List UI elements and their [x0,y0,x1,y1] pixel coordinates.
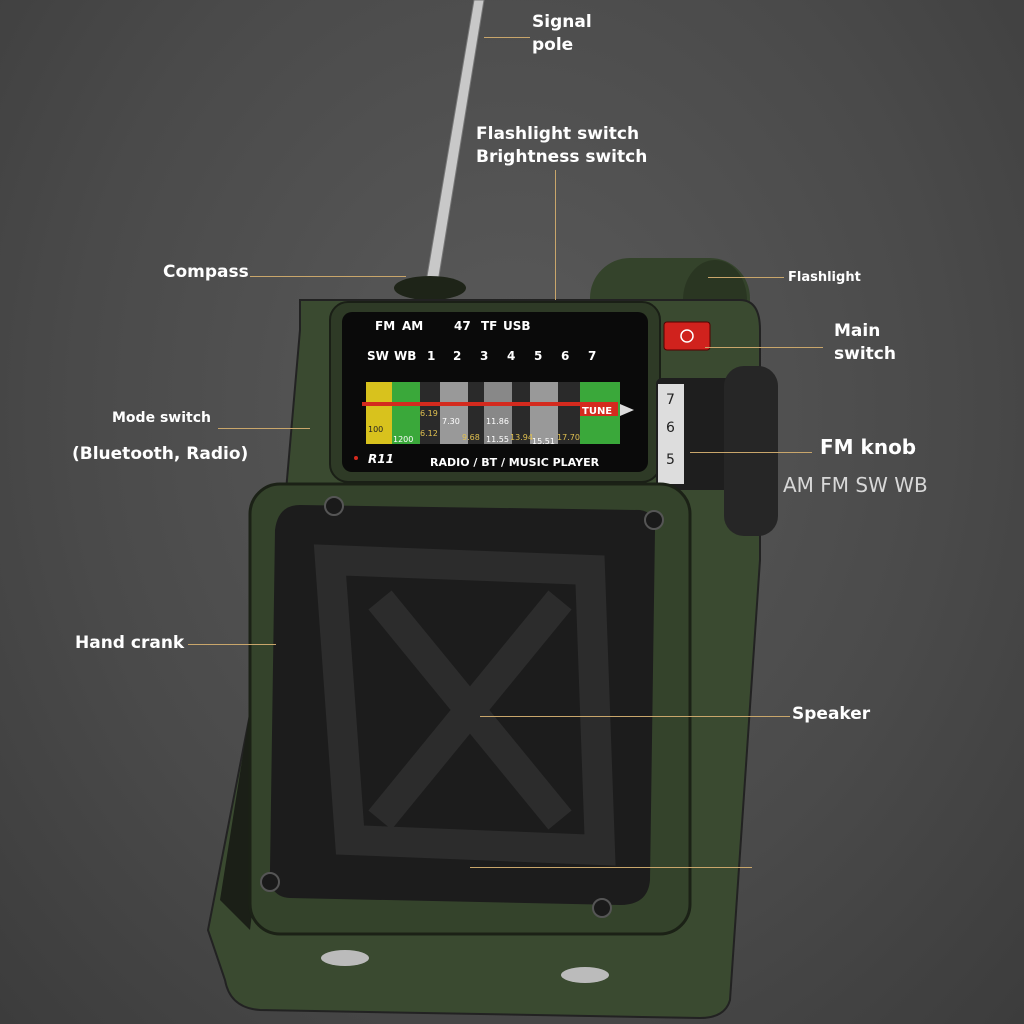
main-switch-label: Main switch [834,320,896,366]
fm-indicator: FM [375,319,395,333]
fm-knob-line [690,452,812,453]
dial-number: 11.55 [486,435,509,444]
hand-crank-line [188,644,276,645]
brightness-switch-label: Brightness switch [476,147,648,167]
knob-scale-6: 6 [666,420,675,436]
flashlight-switch-label-line1: Flashlight switch [476,124,640,144]
tune-indicator [362,402,618,406]
compass-line [250,276,406,277]
preset-4: 4 [507,349,515,363]
compass-label: Compass [163,262,249,282]
preset-2: 2 [453,349,461,363]
preset-3: 3 [480,349,488,363]
flashlight-switch-line [555,170,556,300]
flashlight-switch-label: Flashlight switch Brightness switch [476,123,647,169]
knob-scale-5: 5 [666,452,675,468]
wb-indicator: WB [394,349,416,363]
hand-crank-label: Hand crank [75,633,185,653]
signal-pole-label-line2: pole [532,35,574,55]
preset-1: 1 [427,349,435,363]
preset-5: 5 [534,349,542,363]
main-switch-line [705,347,823,348]
flashlight-label: Flashlight [788,270,861,285]
preset-7: 7 [588,349,596,363]
signal-pole-line [484,37,530,38]
dial-number: 7.30 [442,417,460,426]
preset-6: 6 [561,349,569,363]
tune-label: TUNE [582,406,612,417]
channel-number: 47 [454,319,471,333]
side-panel [724,366,778,536]
dial-number: 9.68 [462,433,480,442]
mode-switch-line [218,428,310,429]
speaker-line-2 [470,867,752,868]
compass [394,276,466,300]
signal-pole-label: Signal pole [532,11,592,57]
tf-indicator: TF [481,319,497,333]
knob-scale-7: 7 [666,392,675,408]
dial-number: 15.51 [532,437,555,446]
dial-number: 100 [368,425,383,434]
usb-indicator: USB [503,319,531,333]
speaker-label: Speaker [792,704,871,724]
power-button[interactable] [663,321,711,351]
mode-switch-detail: (Bluetooth, Radio) [72,444,249,464]
dial-number: 1200 [393,435,413,444]
fm-knob-label: FM knob [820,435,917,459]
dial-number: 11.86 [486,417,509,426]
flashlight-line [708,277,784,278]
fm-knob-bands: AM FM SW WB [783,473,928,497]
main-switch-label-line2: switch [834,344,896,364]
display-subtitle: RADIO / BT / MUSIC PLAYER [430,456,600,469]
dial-number: 17.70 [557,433,580,442]
dial-number: 6.12 [420,429,438,438]
sw-indicator: SW [367,349,389,363]
model-label: R11 [368,452,394,466]
dial-number: 6.19 [420,409,438,418]
dial-number: 13.94 [510,433,533,442]
signal-pole-label-line1: Signal [532,12,592,32]
mode-switch-label: Mode switch [112,410,211,426]
speaker-line [480,716,790,717]
am-indicator: AM [402,319,423,333]
main-switch-label-line1: Main [834,321,881,341]
